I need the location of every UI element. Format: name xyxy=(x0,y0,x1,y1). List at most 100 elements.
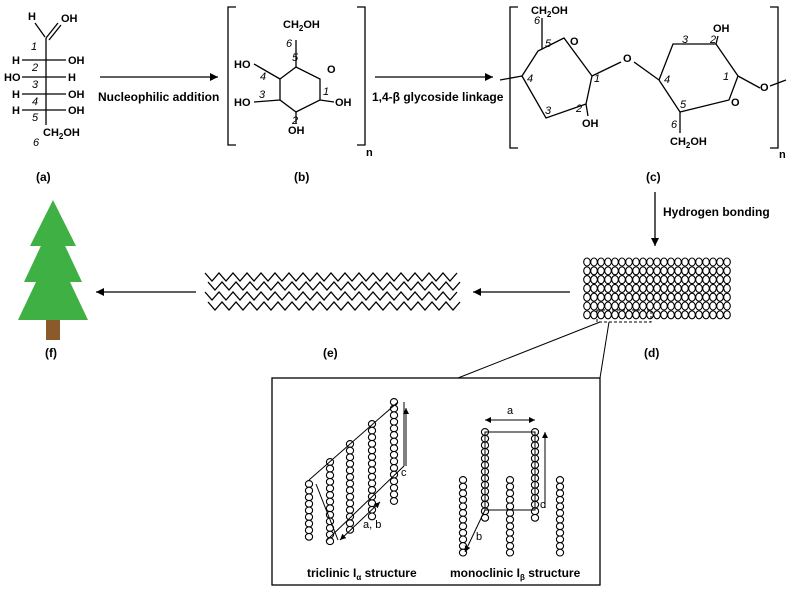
chain-ring xyxy=(555,548,565,557)
microfibril-ring xyxy=(625,275,633,285)
microfibril-ring xyxy=(660,310,668,320)
chain-ring xyxy=(555,535,565,544)
c-right-n3: 3 xyxy=(682,34,689,46)
b-repeat-n: n xyxy=(366,147,373,159)
b-c3-number: 3 xyxy=(259,89,266,101)
microfibril-ring xyxy=(667,275,675,285)
microfibril-ring xyxy=(674,283,682,293)
label-f: (f) xyxy=(45,346,57,360)
chain-ring xyxy=(389,437,399,446)
microfibril-ring xyxy=(604,310,612,320)
microfibril-ring xyxy=(646,301,654,311)
c-left-n5: 5 xyxy=(545,38,552,50)
chain-ring xyxy=(345,486,355,495)
chain-ring xyxy=(325,537,335,546)
microfibril-ring xyxy=(639,310,647,320)
microfibril-ring xyxy=(688,301,696,311)
microfibril-ring xyxy=(646,257,654,267)
c2-left: H xyxy=(12,55,20,67)
chain-ring xyxy=(345,499,355,508)
chain-ring xyxy=(367,439,377,448)
c-right-oh: OH xyxy=(713,23,730,35)
chain-ring xyxy=(389,398,399,406)
microfibril-ring xyxy=(653,266,661,276)
microfibril-ring xyxy=(695,301,703,311)
microfibril-ring xyxy=(590,257,598,267)
microfibril-ring xyxy=(681,283,689,293)
chain-ring xyxy=(304,519,314,528)
microfibril-ring xyxy=(716,275,724,285)
chain-ring xyxy=(304,532,314,541)
chain-ring xyxy=(389,411,399,420)
chain-ring xyxy=(458,535,468,544)
chain-ring xyxy=(505,482,515,491)
c-right-c6: CH2OH xyxy=(670,136,707,150)
chain-ring xyxy=(505,476,515,484)
chain-ring xyxy=(345,473,355,481)
chain-ring xyxy=(458,476,468,484)
microfibril-ring xyxy=(646,275,654,285)
microfibril-ring xyxy=(674,266,682,276)
chain-ring xyxy=(367,459,377,468)
chain-ring xyxy=(389,424,399,433)
microfibril-ring xyxy=(681,310,689,320)
microfibril-ring xyxy=(583,301,591,311)
label-d: (d) xyxy=(644,346,659,360)
chain-ring xyxy=(458,548,468,557)
chain-ring xyxy=(367,426,377,435)
microfibril-ring xyxy=(702,310,710,320)
c4-number: 4 xyxy=(32,96,38,108)
c2-number: 2 xyxy=(31,62,38,74)
b-c4-number: 4 xyxy=(260,71,266,83)
microfibril-ring xyxy=(667,283,675,293)
microfibril-ring xyxy=(632,301,640,311)
microfibril-ring xyxy=(702,275,710,285)
microfibril-ring xyxy=(618,275,626,285)
chain-ring xyxy=(530,513,540,522)
microfibril-ring xyxy=(625,301,633,311)
c-end-o: O xyxy=(760,82,769,94)
chain-ring xyxy=(367,446,377,455)
microfibril-ring xyxy=(660,257,668,267)
microfibril-ring xyxy=(583,283,591,293)
c-repeat-n: n xyxy=(779,149,786,161)
microfibril-ring xyxy=(611,283,619,293)
microfibril-ring xyxy=(646,292,654,302)
monoclinic-caption: monoclinic Iβ structure xyxy=(450,566,581,582)
label-c: (c) xyxy=(646,170,661,184)
chain-ring xyxy=(345,466,355,475)
microfibril-ring xyxy=(702,301,710,311)
microfibril-ring xyxy=(625,310,633,320)
microfibril-ring xyxy=(688,283,696,293)
microfibril xyxy=(583,257,731,320)
c-right-n2: 2 xyxy=(709,34,716,46)
chain-ring xyxy=(367,479,377,488)
microfibril-ring xyxy=(709,266,717,276)
microfibril-ring xyxy=(702,283,710,293)
microfibril-ring xyxy=(611,310,619,320)
microfibril-ring xyxy=(604,283,612,293)
microfibril-ring xyxy=(709,292,717,302)
microfibril-ring xyxy=(604,266,612,276)
chain-ring xyxy=(458,528,468,537)
microfibril-ring xyxy=(639,283,647,293)
microfibril-ring xyxy=(660,292,668,302)
microfibril-ring xyxy=(604,275,612,285)
chain-ring xyxy=(389,444,399,453)
chain-ring xyxy=(458,522,468,531)
monoclinic-lattice xyxy=(464,417,548,553)
microfibril-ring xyxy=(646,266,654,276)
microfibril-ring xyxy=(618,283,626,293)
chain-ring xyxy=(458,482,468,491)
c-right-n1: 1 xyxy=(723,71,729,83)
b-oh1: OH xyxy=(335,97,352,109)
chain-ring xyxy=(325,504,335,513)
chain-ring xyxy=(505,515,515,524)
microfibril-ring xyxy=(723,266,731,276)
b-c6-group: CH2OH xyxy=(283,19,320,33)
chain-ring xyxy=(505,522,515,531)
microfibril-ring xyxy=(695,275,703,285)
c3-number: 3 xyxy=(32,79,39,91)
microfibril-ring xyxy=(681,257,689,267)
chain-ring xyxy=(389,404,399,413)
